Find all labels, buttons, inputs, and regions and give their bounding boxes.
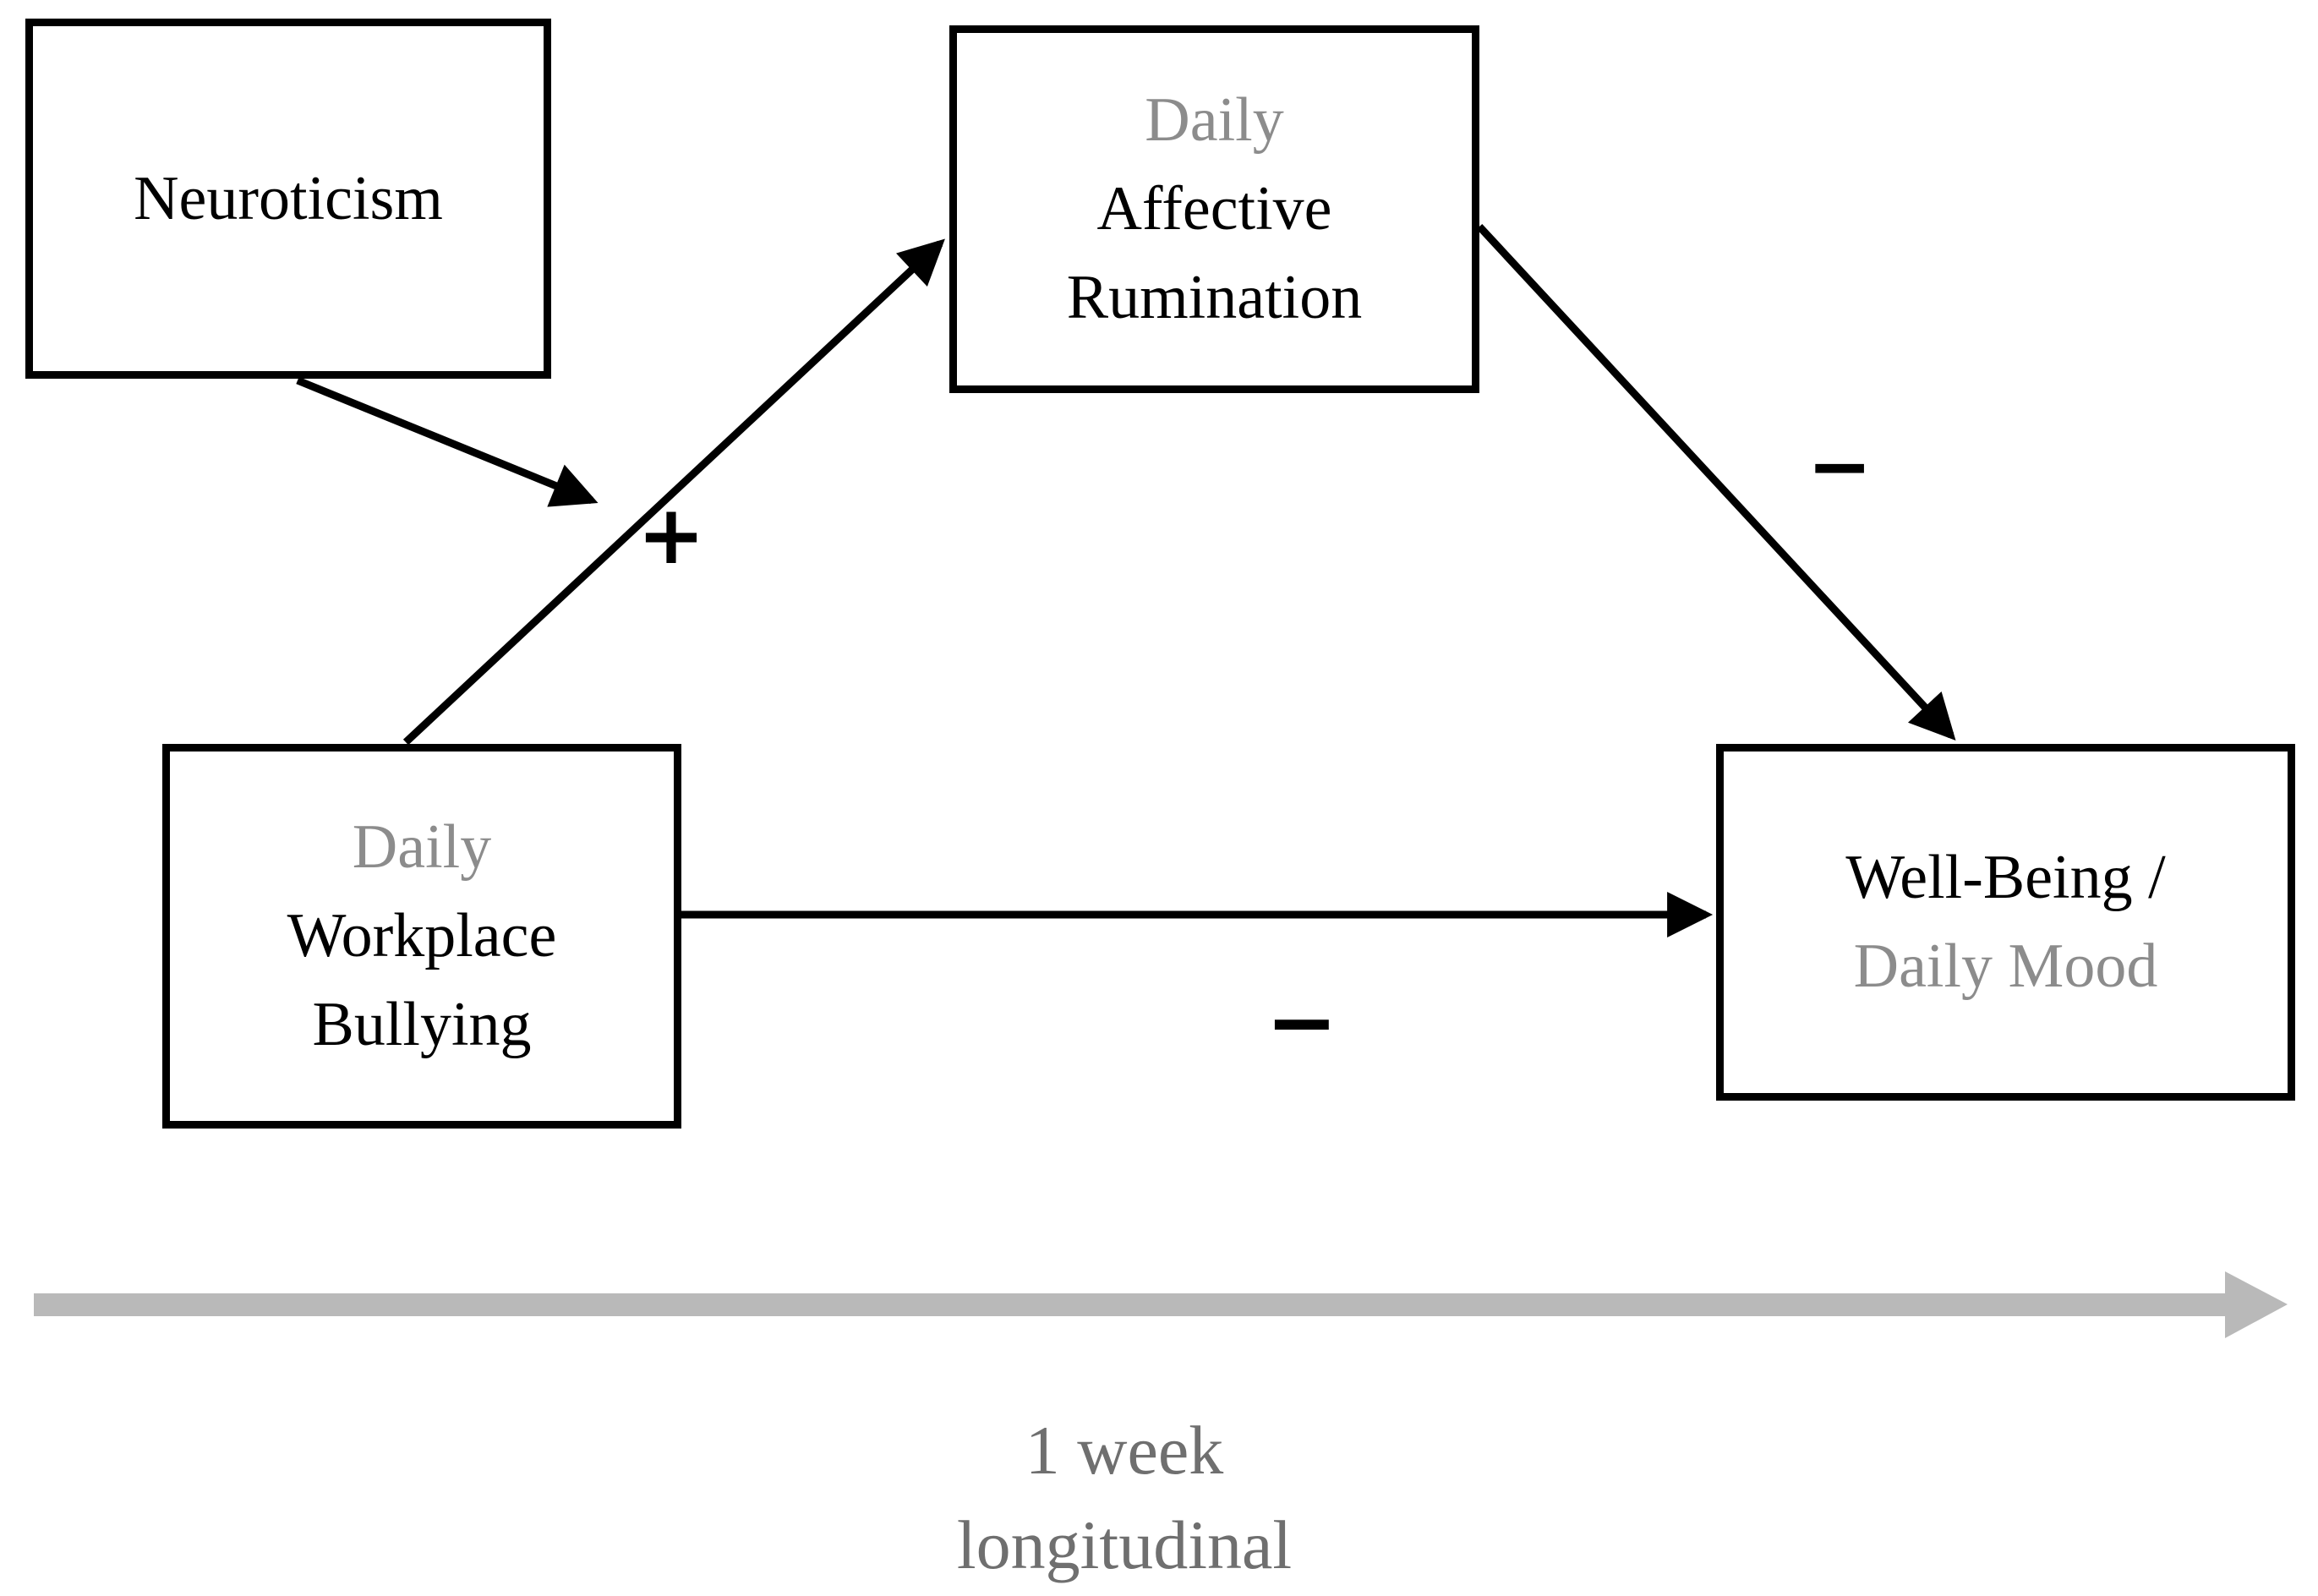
minus-sign-label-mediated-path: −: [1807, 421, 1872, 511]
node-wellbeing-label-daily-mood: Daily Mood: [1853, 932, 2158, 1001]
node-rumination-label-rumination: Rumination: [1066, 263, 1363, 332]
node-bullying-label-daily: Daily: [352, 812, 492, 882]
arrow-rumination-to-wellbeing: [1476, 223, 1956, 741]
node-bullying-label-bullying: Bullying: [312, 990, 532, 1059]
timeline-caption-line1: 1 week: [1025, 1412, 1224, 1489]
timeline-arrow: [34, 1271, 2288, 1338]
minus-sign-label-direct-path: −: [1266, 972, 1338, 1073]
arrow-bullying-to-rumination: [402, 238, 945, 746]
neuroticism-moderation-arrow: [296, 376, 599, 507]
node-rumination-label-daily: Daily: [1145, 85, 1284, 155]
node-wellbeing-label-wellbeing: Well-Being /: [1845, 843, 2166, 912]
node-daily-affective-rumination: Daily Affective Rumination: [949, 25, 1479, 393]
node-rumination-label-affective: Affective: [1096, 174, 1332, 243]
timeline-caption: 1 week longitudinal: [957, 1403, 1292, 1593]
plus-sign-label: +: [637, 488, 706, 582]
node-neuroticism: Neuroticism: [25, 19, 551, 379]
node-wellbeing-daily-mood: Well-Being / Daily Mood: [1716, 744, 2295, 1101]
node-bullying-label-workplace: Workplace: [287, 901, 557, 970]
node-daily-workplace-bullying: Daily Workplace Bullying: [162, 744, 681, 1129]
timeline-caption-line2: longitudinal: [956, 1506, 1293, 1583]
node-neuroticism-label: Neuroticism: [134, 163, 443, 233]
